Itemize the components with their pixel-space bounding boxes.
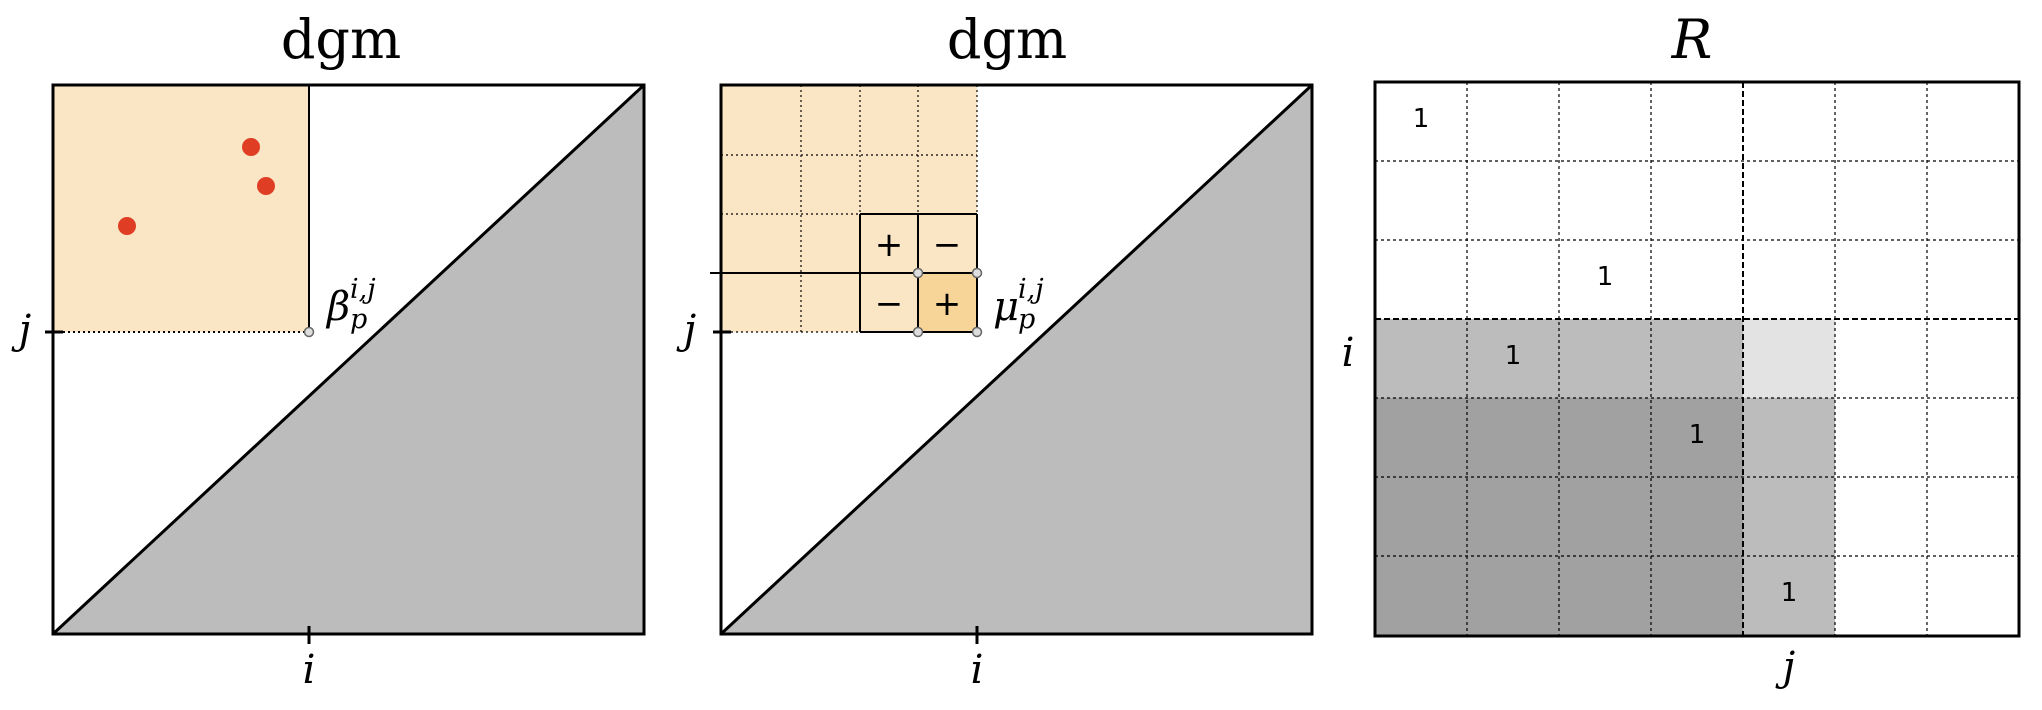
panel-2-frame	[719, 83, 1314, 636]
matrix-frame	[1373, 80, 2021, 638]
beta-subscript: p	[350, 304, 367, 335]
panel-1-x-tick-label: i	[303, 647, 316, 693]
matrix-shaded-cell	[1743, 477, 1835, 556]
sign-minus-top-right: −	[933, 225, 962, 265]
matrix-entry-1: 1	[1597, 262, 1614, 292]
matrix-col-label: j	[1775, 644, 1795, 690]
mu-superscript: i,j	[1018, 274, 1044, 305]
panel-1-highlight-region	[53, 85, 309, 332]
sign-minus-bottom-left: −	[875, 284, 904, 324]
matrix-entry-1: 1	[1413, 104, 1430, 134]
panel-1-persistence-diagram: dgm i j β p i,j	[11, 8, 646, 693]
panel-1-corner-marker	[303, 326, 315, 338]
panel-2-diagonal	[719, 83, 1314, 636]
matrix-shaded-cells	[1375, 319, 1835, 636]
panel-1-diagonal	[51, 83, 646, 636]
panel-2-mu-label: μ p i,j	[993, 274, 1044, 335]
beta-symbol: β	[325, 284, 350, 330]
panel-1-point	[242, 138, 260, 156]
matrix-entry-1: 1	[1781, 578, 1798, 608]
panel-3-matrix-r: R 1 1 1 1 1 i j	[1342, 8, 2021, 690]
matrix-dotted-grid	[1375, 82, 2019, 636]
corner-marker	[971, 326, 983, 338]
panel-2-persistence-diagram: dgm + −	[676, 8, 1314, 693]
matrix-row-label: i	[1342, 330, 1355, 376]
matrix-shaded-cell	[1743, 398, 1835, 477]
panel-1-frame	[51, 83, 646, 636]
corner-marker	[912, 267, 924, 279]
panel-1-beta-label: β p i,j	[325, 274, 376, 335]
mu-subscript: p	[1018, 304, 1035, 335]
panel-2-corner-markers	[912, 267, 983, 338]
panel-1-point	[118, 217, 136, 235]
panel-3-title: R	[1671, 8, 1713, 71]
panel-1-y-tick-label: j	[11, 307, 31, 353]
matrix-entry-1: 1	[1689, 420, 1706, 450]
mu-symbol: μ	[993, 284, 1019, 330]
matrix-entry-1: 1	[1505, 341, 1522, 371]
corner-marker	[912, 326, 924, 338]
matrix-shaded-cell	[1743, 556, 1835, 636]
sign-plus-bottom-right: +	[933, 284, 962, 324]
matrix-shaded-cell	[1743, 319, 1835, 398]
panel-1-title: dgm	[281, 8, 401, 71]
beta-superscript: i,j	[350, 274, 376, 305]
panel-2-y-tick-label: j	[676, 307, 696, 353]
panel-2-title: dgm	[947, 8, 1067, 71]
panel-2-x-tick-label: i	[971, 647, 984, 693]
matrix-emphasized-grid	[1375, 82, 2019, 636]
panel-1-point	[257, 177, 275, 195]
sign-plus-top-left: +	[875, 225, 904, 265]
panel-2-dotted-grid	[721, 85, 978, 333]
corner-marker	[971, 267, 983, 279]
panel-2-plus-cell-highlight	[918, 273, 977, 332]
